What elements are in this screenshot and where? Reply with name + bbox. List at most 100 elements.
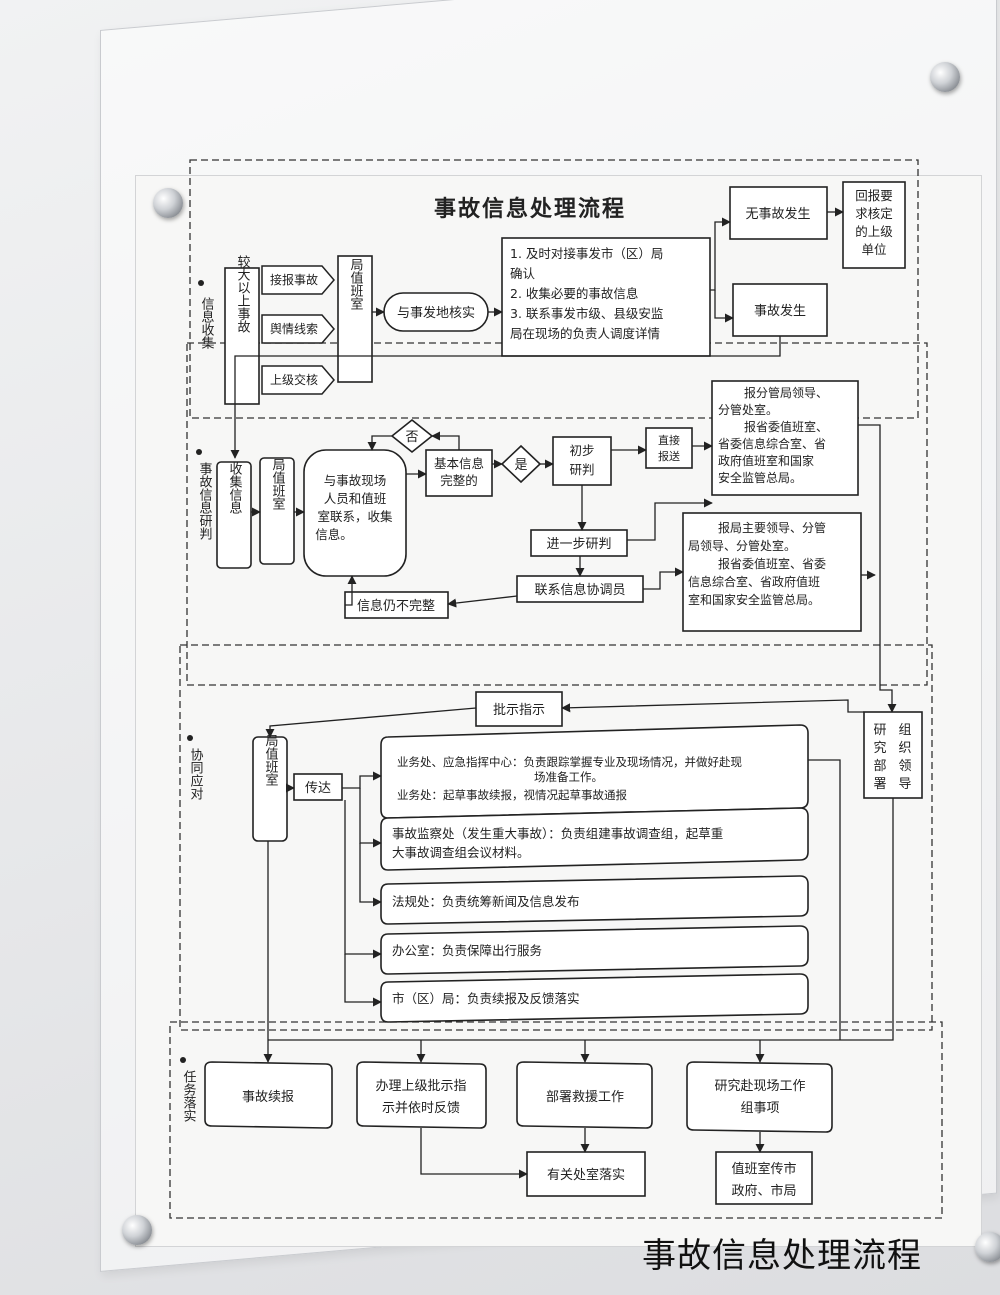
flow-relay-task-4 <box>344 800 382 959</box>
flow-relay-task-1 <box>342 771 382 789</box>
source-label: 较大以上事故 <box>235 255 251 333</box>
reply-line-4: 单位 <box>861 242 886 257</box>
instruction-label: 批示指示 <box>493 703 545 718</box>
no-diamond <box>390 418 434 454</box>
complete-line-2: 完整的 <box>440 473 478 488</box>
handle-line-2: 示并依时反馈 <box>382 1101 460 1116</box>
report-b-line-1: 报局主要领导、分管 <box>718 520 826 535</box>
stage-label-collect: 信息收集 <box>199 297 215 349</box>
stage-frame-collect <box>189 159 919 419</box>
complete-line-1: 基本信息 <box>434 456 484 471</box>
standoff-bolt-bottom-left <box>122 1215 152 1245</box>
task-box-5 <box>380 973 809 1023</box>
reply-line-2: 求核定 <box>855 206 893 221</box>
step-line-1: 1. 及时对接事发市（区）局 <box>510 246 663 261</box>
report-b-line-2: 局领导、分管处室。 <box>688 538 796 553</box>
task-1-line-2: 场准备工作。 <box>534 770 603 784</box>
contact-line-2: 人员和值班 <box>324 491 387 506</box>
research-char-1: 研 <box>873 723 886 738</box>
office-box-collect <box>337 255 373 383</box>
report-a-box <box>711 380 859 496</box>
flow-relay-task-5 <box>344 954 382 1007</box>
collect-info-box <box>216 461 252 569</box>
verify-label: 与事发地核实 <box>397 305 475 321</box>
initial-box <box>552 436 612 486</box>
flow-steps-yes <box>714 290 734 323</box>
team-box <box>686 1061 833 1133</box>
task-1-line-1: 业务处、应急指挥中心：负责跟踪掌握专业及现场情况，并做好赴现 <box>397 755 742 769</box>
report-a-line-2: 分管处室。 <box>718 402 778 417</box>
stage-frame-respond <box>179 644 933 1031</box>
yes-diamond <box>500 444 542 484</box>
office-label-judge: 局值班室 <box>270 458 286 510</box>
reply-line-3: 的上级 <box>855 224 893 239</box>
direct-box <box>645 427 693 469</box>
task-box-3 <box>380 875 809 925</box>
task-5-line-1: 市（区）局：负责续报及反馈落实 <box>392 991 580 1006</box>
task-2-line-2: 大事故调查组会议材料。 <box>392 845 530 860</box>
further-box <box>530 529 628 557</box>
standoff-bolt-bottom-right <box>975 1232 1000 1262</box>
initial-line-1: 初步 <box>569 443 594 458</box>
stage-label-judge: 事故信息研判 <box>197 462 213 541</box>
accident-label: 事故发生 <box>754 303 806 319</box>
no-accident-box <box>729 186 828 240</box>
flow-further-report-a <box>627 498 713 541</box>
rescue-label: 部署救援工作 <box>546 1089 624 1105</box>
flow-relay-task-2 <box>359 788 382 848</box>
reply-line-1: 回报要 <box>855 188 893 203</box>
report-b-box <box>682 512 862 632</box>
step-line-5: 局在现场的负责人调度详情 <box>510 326 660 341</box>
organize-char-2: 织 <box>898 741 911 756</box>
contact-line-3: 室联系，收集 <box>317 509 393 524</box>
contact-line-1: 与事故现场 <box>324 473 387 488</box>
input-arrow-3 <box>261 365 335 395</box>
notify-line-2: 政府、市局 <box>731 1183 796 1199</box>
stage-label-respond: 协同应对 <box>188 748 204 800</box>
rescue-box <box>516 1061 653 1129</box>
relay-label: 传达 <box>305 781 331 796</box>
team-line-1: 研究赴现场工作 <box>714 1079 805 1094</box>
research-char-4: 署 <box>873 777 886 792</box>
office-impl-box <box>526 1151 646 1197</box>
flow-relay-task-3 <box>359 843 382 907</box>
report-b-line-5: 室和国家安全监管总局。 <box>688 592 820 607</box>
stage-frame-implement <box>169 1021 943 1219</box>
direct-line-2: 报送 <box>658 449 680 463</box>
reply-box <box>842 181 906 269</box>
flow-instruction-office <box>265 707 477 738</box>
notify-line-1: 值班室传市 <box>731 1161 796 1177</box>
task-box-2 <box>380 807 809 871</box>
direct-line-1: 直接 <box>658 433 680 447</box>
steps-box <box>501 237 711 357</box>
input-arrow-1 <box>261 265 335 295</box>
stage-label-implement: 任务落实 <box>181 1070 197 1122</box>
line-research-down <box>268 798 894 1041</box>
standoff-bolt-top-right <box>930 62 960 92</box>
incomplete-label: 信息仍不完整 <box>357 598 435 614</box>
flow-incomplete-contact <box>345 575 357 606</box>
task-3-line-1: 法规处：负责统筹新闻及信息发布 <box>392 894 580 909</box>
diagram-title: 事故信息处理流程 <box>434 196 626 222</box>
relay-box <box>293 773 343 801</box>
task-box-4 <box>380 925 809 975</box>
notify-box <box>715 1151 813 1205</box>
team-line-2: 组事项 <box>740 1101 779 1116</box>
task-1-line-3: 业务处：起草事故续报，视情况起草事故通报 <box>397 788 627 802</box>
flow-report-a-research <box>858 424 897 713</box>
line-task-right <box>808 759 841 1040</box>
standoff-bolt-top-left <box>153 188 183 218</box>
no-accident-label: 无事故发生 <box>745 206 810 222</box>
contact-line-4: 信息。 <box>315 527 353 542</box>
flow-research-instruction <box>561 699 864 713</box>
coordinator-label: 联系信息协调员 <box>534 582 625 598</box>
accident-box <box>732 283 828 337</box>
report-a-line-5: 政府值班室和国家 <box>718 453 814 468</box>
collect-info-label: 收集信息 <box>227 462 243 514</box>
flow-complete-no <box>431 431 460 450</box>
input-arrow-2 <box>261 314 335 344</box>
report-b-line-4: 信息综合室、省政府值班 <box>688 574 820 589</box>
no-label: 否 <box>405 430 418 445</box>
report-a-line-4: 省委信息综合室、省 <box>718 436 826 451</box>
